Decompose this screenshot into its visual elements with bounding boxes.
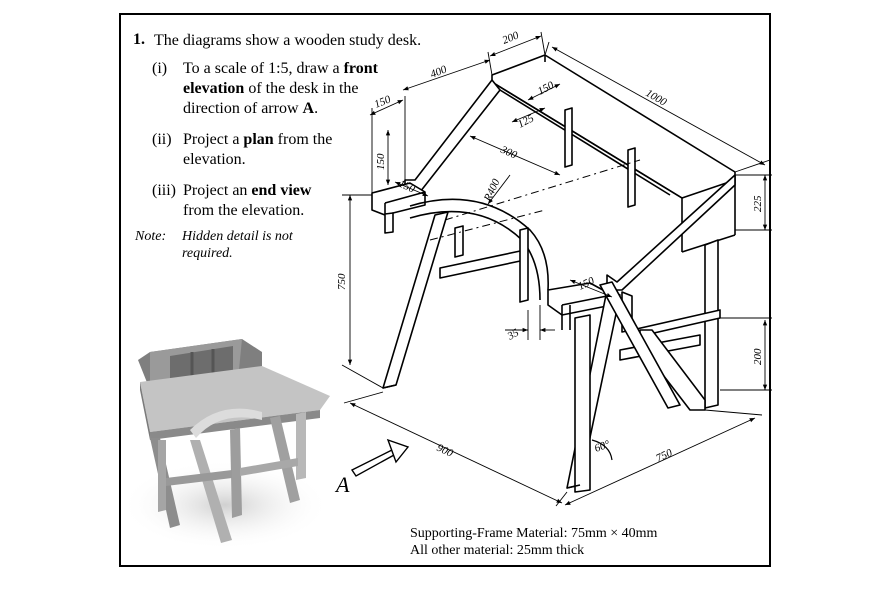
part-ii-line1: Project a plan from the <box>183 131 333 148</box>
dimension-lines <box>341 31 772 507</box>
dim-1000: 1000 <box>644 87 669 109</box>
note-label: Note: <box>135 229 167 244</box>
dim-150-top-left: 150 <box>373 93 393 110</box>
view-arrow-a <box>350 438 410 477</box>
part-ii-line2: elevation. <box>183 151 246 168</box>
part-iii-label: (iii) <box>152 182 176 199</box>
part-ii-label: (ii) <box>152 131 172 148</box>
dim-35: 35 <box>505 326 522 343</box>
question-frame <box>119 13 771 567</box>
dim-200-right: 200 <box>752 348 764 365</box>
note-line2: required. <box>182 246 233 261</box>
dim-900: 900 <box>435 442 455 460</box>
dim-300: 300 <box>498 143 519 161</box>
desk-render-image <box>120 339 330 550</box>
dim-750-bottom: 750 <box>654 447 674 465</box>
dim-angle-60: 60° <box>593 438 612 455</box>
part-i-line2: elevation of the desk in the <box>183 80 359 97</box>
dim-200-top: 200 <box>501 29 521 46</box>
question-number: 1. <box>133 31 145 48</box>
part-i-line1: To a scale of 1:5, draw a front <box>183 60 378 77</box>
materials-note: Supporting-Frame Material: 75mm × 40mm A… <box>410 525 657 559</box>
arrow-a-label: A <box>334 472 350 497</box>
note-line1: Hidden detail is not <box>182 229 293 244</box>
dim-125: 125 <box>516 112 537 131</box>
dim-400: 400 <box>429 63 449 80</box>
part-i-line3: direction of arrow A. <box>183 100 319 117</box>
part-iii-line2: from the elevation. <box>183 202 305 219</box>
part-i-label: (i) <box>152 60 168 77</box>
question-intro: The diagrams show a wooden study desk. <box>154 32 422 49</box>
materials-line-2: All other material: 25mm thick <box>410 543 585 558</box>
materials-line-1: Supporting-Frame Material: 75mm × 40mm <box>410 526 658 541</box>
dim-225: 225 <box>752 195 764 212</box>
dim-750-vertical: 750 <box>336 273 348 290</box>
part-iii-line1: Project an end view <box>183 182 312 199</box>
dim-r400: R400 <box>481 177 502 204</box>
desk-line-drawing <box>371 54 736 493</box>
dim-150-vertical: 150 <box>375 153 387 170</box>
